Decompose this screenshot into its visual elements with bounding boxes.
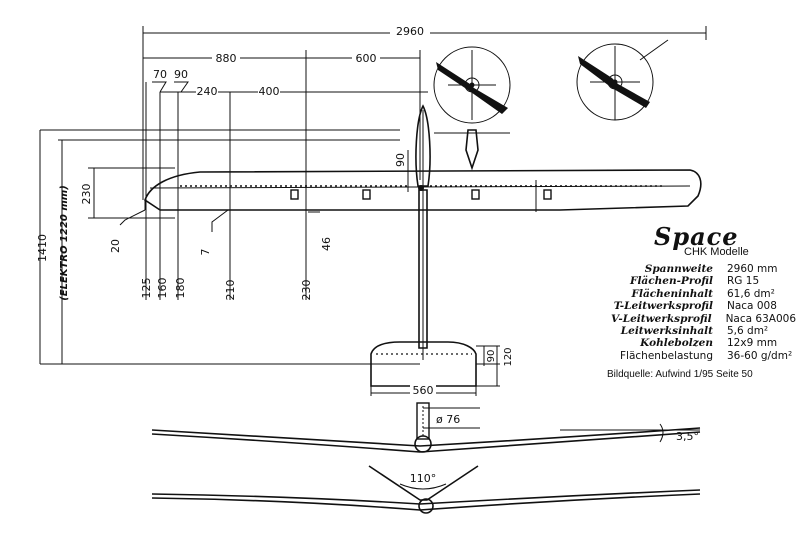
spec-table: Spannweite 2960 mm Flächen-Profil RG 15 … (576, 263, 796, 362)
dim-240: 240 (197, 85, 218, 98)
spec-row-v-leitwerksprofil: V-Leitwerksprofil Naca 63A006 (576, 313, 796, 325)
fuselage: 90 (394, 104, 431, 360)
length-dimension: 1410 (ELEKTRO 1220 mm) 230 (36, 129, 420, 365)
propeller-view-left (433, 46, 511, 171)
spec-label: T-Leitwerksprofil (613, 300, 713, 313)
dim-7: 7 (199, 249, 212, 256)
source-caption: Bildquelle: Aufwind 1/95 Seite 50 (607, 369, 753, 380)
dim-70: 70 (153, 68, 167, 81)
dim-fuselage-diam: ø 76 (436, 413, 460, 426)
front-view-t-tail: ø 76 3,5° (151, 402, 701, 453)
span-dimension: 2960 (142, 24, 707, 200)
dim-90: 90 (174, 68, 188, 81)
wing-planform: 20 7 46 (109, 169, 702, 256)
dim-560: 560 (413, 384, 434, 397)
spec-value: 2960 mm (727, 263, 778, 275)
spec-value: Naca 63A006 (725, 312, 796, 325)
front-view-v-tail: 110° (151, 465, 701, 514)
half-span-dimensions: 880 600 (143, 50, 421, 180)
spec-value: 12x9 mm (727, 337, 778, 350)
dim-46: 46 (320, 237, 333, 251)
dim-90-root: 90 (394, 153, 407, 167)
spec-label: Flächeninhalt (631, 287, 714, 300)
dim-400: 400 (259, 85, 280, 98)
dim-tail-90: 90 (486, 350, 497, 363)
dim-880: 880 (216, 52, 237, 65)
dim-600: 600 (356, 52, 377, 65)
spec-value: 5,6 dm² (727, 324, 769, 337)
spec-value: 61,6 dm² (727, 287, 775, 300)
spec-value: RG 15 (727, 275, 760, 288)
spec-label: V-Leitwerksprofil (610, 312, 712, 325)
spec-row-kohlebolzen: Kohlebolzen 12x9 mm (576, 337, 796, 349)
propeller-view-right (576, 39, 669, 121)
dim-tail-120: 120 (503, 347, 514, 366)
dim-elektro: (ELEKTRO 1220 mm) (59, 185, 70, 301)
manufacturer-label: CHK Modelle (684, 246, 749, 258)
tailplane: 90 120 560 (370, 341, 514, 397)
dim-180: 180 (174, 278, 187, 299)
spec-label: Spannweite (644, 263, 713, 275)
spec-value: 36-60 g/dm² (727, 349, 793, 362)
spec-label: Leitwerksinhalt (620, 324, 713, 337)
spec-label: Flächen-Profil (629, 275, 713, 288)
rib-station-labels: 125 160 180 210 230 (140, 278, 313, 301)
spec-row-spannweite: Spannweite 2960 mm (576, 263, 796, 275)
dim-dihedral: 3,5° (676, 430, 699, 443)
dim-1410: 1410 (36, 234, 49, 262)
dim-230-chord: 230 (80, 184, 93, 205)
spec-label: Kohlebolzen (640, 337, 713, 350)
spec-row-t-leitwerksprofil: T-Leitwerksprofil Naca 008 (576, 300, 796, 312)
dim-160: 160 (156, 278, 169, 299)
dim-125: 125 (140, 278, 153, 299)
spec-value: Naca 008 (727, 300, 777, 313)
spec-row-flaechen-profil: Flächen-Profil RG 15 (576, 275, 796, 287)
station-dimensions: 70 90 240 400 (145, 66, 428, 300)
spec-row-flaecheninhalt: Flächeninhalt 61,6 dm² (576, 288, 796, 300)
spec-label: Flächenbelastung (620, 349, 713, 362)
span-label: 2960 (396, 25, 424, 38)
dim-230-rib: 230 (300, 280, 313, 301)
dim-v-angle: 110° (410, 472, 437, 485)
dim-20: 20 (109, 239, 122, 253)
dim-210: 210 (224, 280, 237, 301)
spec-row-leitwerksinhalt: Leitwerksinhalt 5,6 dm² (576, 325, 796, 337)
model-title: Space (654, 222, 739, 251)
spec-row-flaechenbelastung: Flächenbelastung 36-60 g/dm² (576, 350, 796, 362)
